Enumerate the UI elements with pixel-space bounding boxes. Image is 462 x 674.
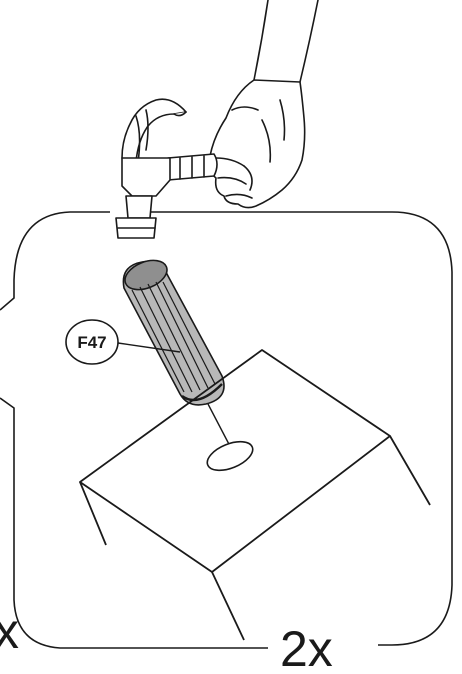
step-frame [0,212,452,648]
part-label: F47 [77,333,106,352]
adjacent-step-quantity-fragment: x [0,603,19,659]
wooden-dowel-icon [121,255,224,405]
gloved-hand-icon [209,0,318,208]
hammer-icon [116,99,217,238]
quantity-label: 2x [280,621,333,674]
panel-workpiece [80,350,430,640]
dowel-hole [203,436,256,476]
